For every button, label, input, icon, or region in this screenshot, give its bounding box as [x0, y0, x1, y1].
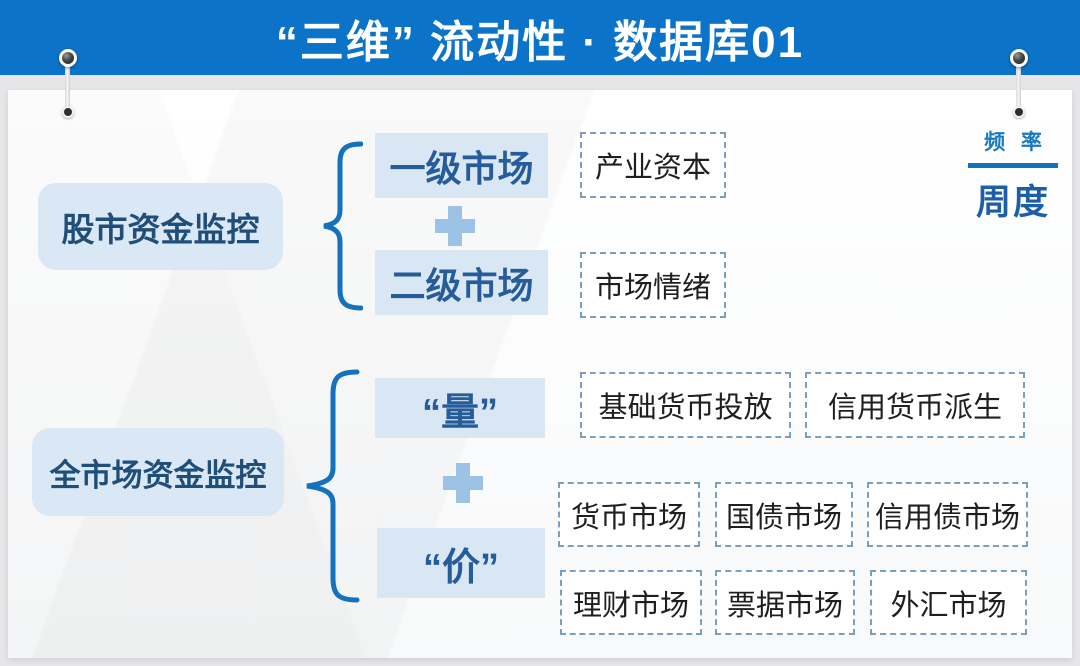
page-title: “三维” 流动性 · 数据库01	[275, 17, 805, 67]
credit-bond-market-box: 信用债市场	[867, 482, 1028, 547]
frequency-block: 频 率 周度	[960, 126, 1066, 225]
money-market-box: 货币市场	[558, 482, 700, 547]
pin-icon	[1010, 49, 1028, 127]
pin-stem	[1016, 58, 1021, 113]
primary-market-box: 一级市场	[375, 133, 548, 198]
secondary-market-box: 二级市场	[375, 250, 548, 315]
fx-market-box: 外汇市场	[870, 570, 1027, 635]
pin-tail	[1013, 106, 1025, 118]
stock-monitor-box: 股市资金监控	[38, 183, 283, 270]
frequency-label: 频 率	[984, 131, 1047, 154]
frequency-value: 周度	[975, 183, 1050, 222]
pin-stem	[65, 58, 70, 113]
bill-market-box: 票据市场	[715, 570, 855, 635]
brace-icon	[323, 141, 363, 311]
industrial-capital-box: 产业资本	[580, 132, 726, 198]
wealth-mgmt-market-box: 理财市场	[560, 570, 702, 635]
brace-icon	[306, 369, 360, 603]
frequency-divider	[968, 163, 1058, 168]
market-sentiment-box: 市场情绪	[580, 252, 726, 318]
plus-icon	[435, 206, 475, 246]
pin-head	[1010, 49, 1028, 67]
whole-market-monitor-box: 全市场资金监控	[32, 428, 284, 516]
quantity-box: “量”	[375, 378, 545, 438]
plus-icon	[443, 463, 483, 503]
title-banner: “三维” 流动性 · 数据库01	[0, 0, 1080, 75]
price-box: “价”	[377, 528, 545, 598]
pin-head	[59, 49, 77, 67]
pin-tail	[62, 106, 74, 118]
base-money-box: 基础货币投放	[580, 372, 791, 438]
treasury-market-box: 国债市场	[715, 482, 853, 547]
credit-money-box: 信用货币派生	[805, 372, 1025, 438]
pin-icon	[59, 49, 77, 127]
